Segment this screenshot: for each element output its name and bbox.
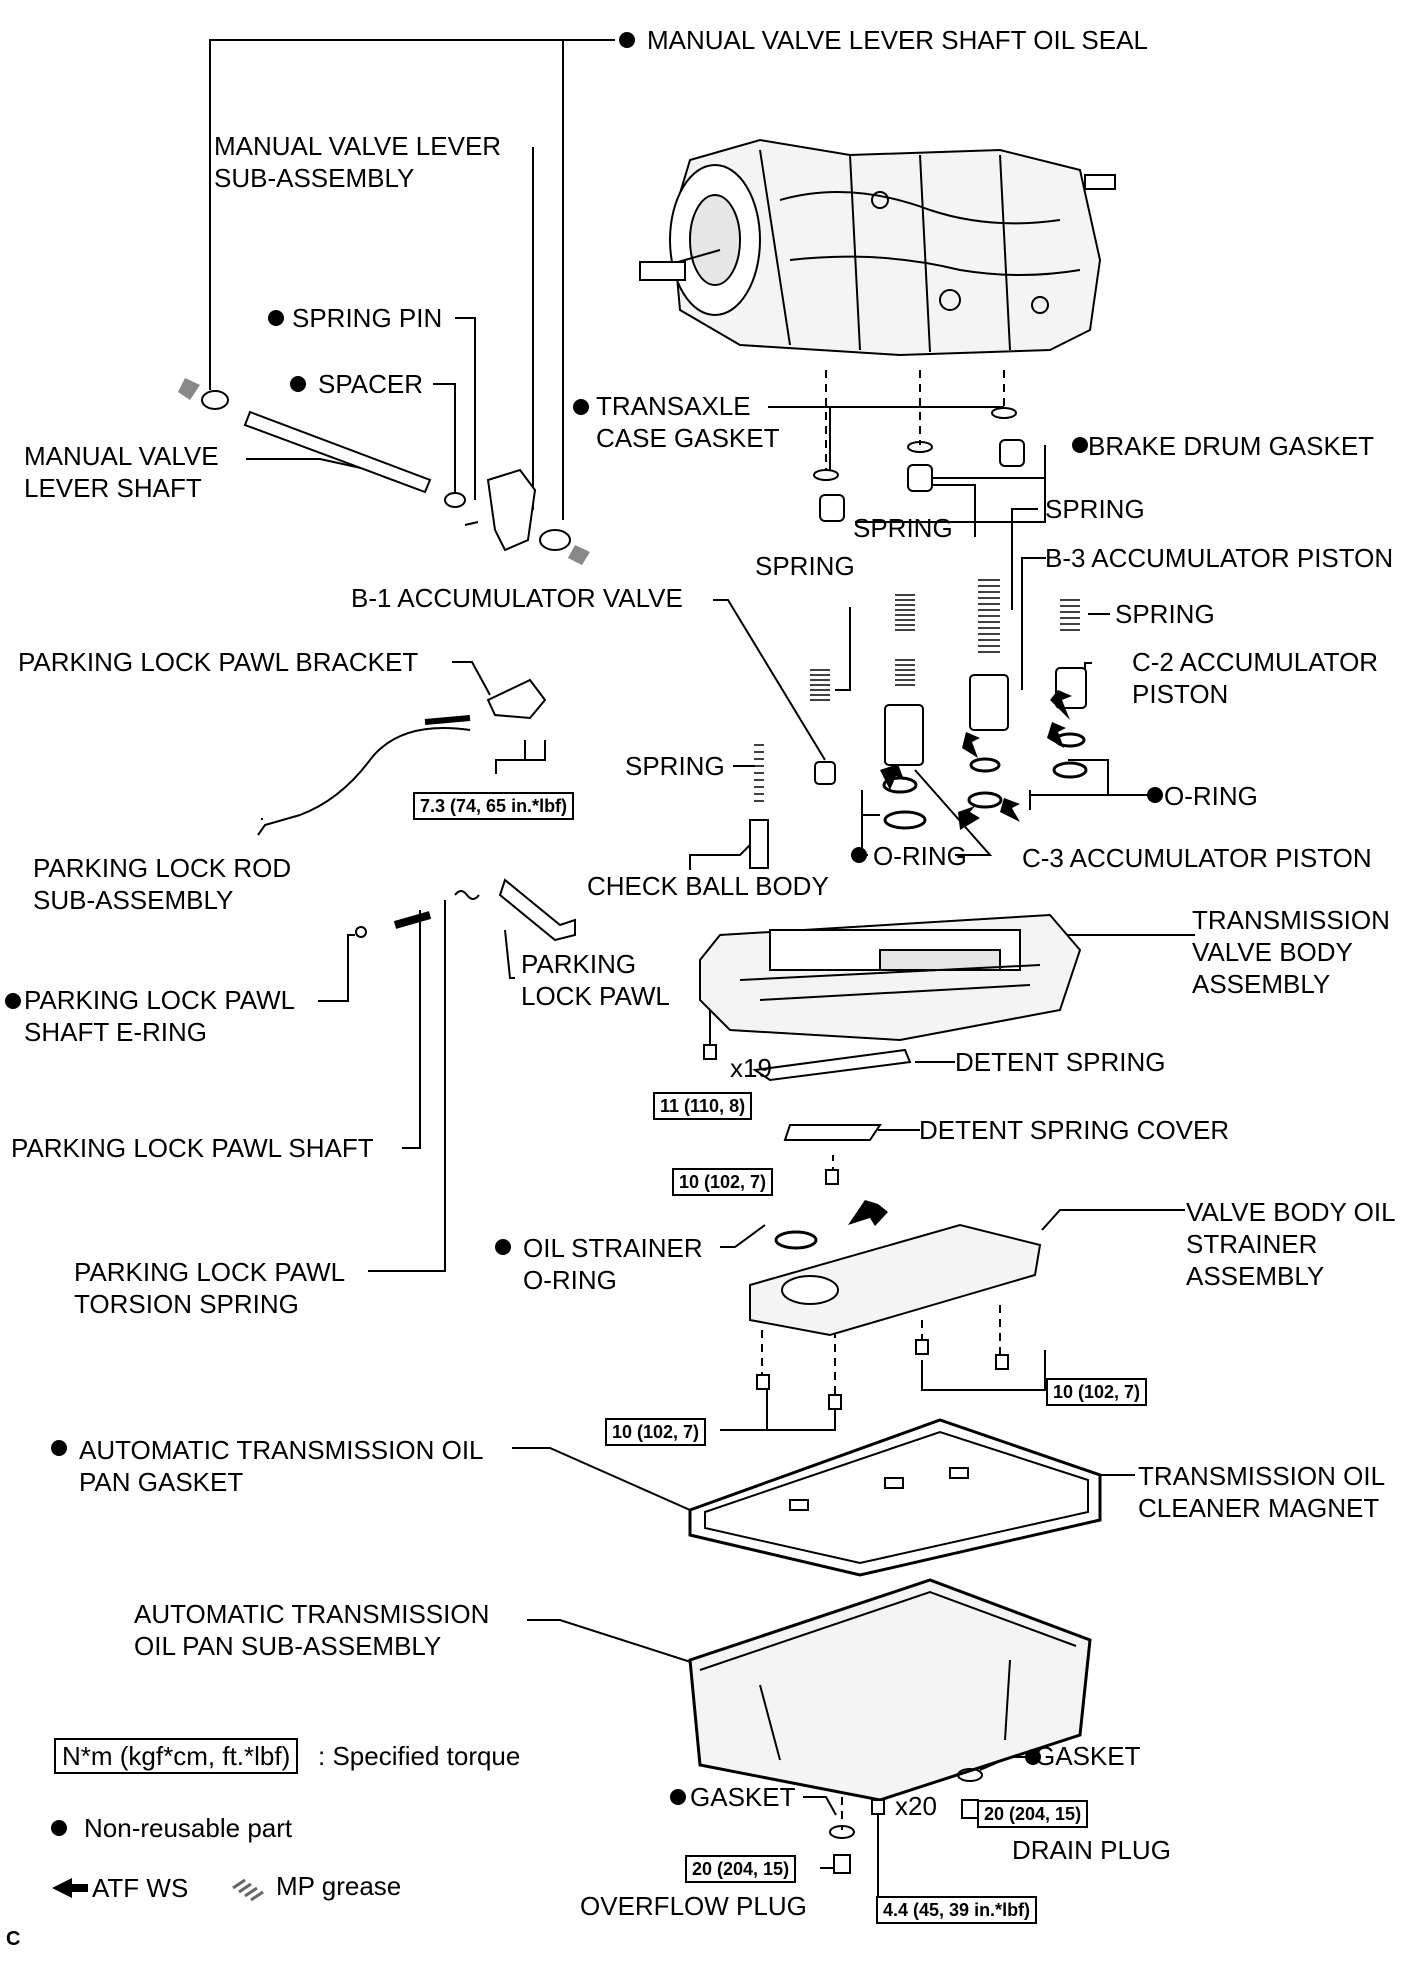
label-spring-3: SPRING — [1045, 494, 1145, 524]
label-transaxle-case-gasket: TRANSAXLE CASE GASKET — [596, 391, 780, 453]
label-parking-lock-pawl-torsion-spring: PARKING LOCK PAWL TORSION SPRING — [74, 1257, 346, 1319]
parking-lock-parts — [257, 678, 576, 942]
brake-drum-gaskets — [819, 439, 1025, 522]
corner-mark: C — [6, 1928, 21, 1950]
label-spring-pin: SPRING PIN — [292, 303, 443, 333]
label-parking-lock-pawl-bracket: PARKING LOCK PAWL BRACKET — [18, 647, 419, 677]
case-gaskets — [813, 407, 1017, 481]
bolts-and-plugs — [703, 1044, 1009, 1874]
check-ball-body — [749, 819, 769, 869]
label-transmission-valve-body: TRANSMISSION VALVE BODY ASSEMBLY — [1192, 905, 1390, 999]
valve-body — [699, 913, 1082, 1042]
legend-torque-desc: : Specified torque — [318, 1741, 521, 1771]
label-b1-accumulator-valve: B-1 ACCUMULATOR VALVE — [351, 583, 683, 613]
springs — [754, 579, 1080, 802]
torque-detent-cover-bolt: 10 (102, 7) — [672, 1168, 774, 1196]
label-c3-accumulator-piston: C-3 ACCUMULATOR PISTON — [1022, 843, 1372, 873]
oil-pan-gasket — [688, 1418, 1102, 1577]
label-spacer: SPACER — [318, 369, 423, 399]
oil-pan — [688, 1578, 1092, 1802]
legend-grease-icon — [232, 1878, 264, 1902]
manual-valve-shaft-parts — [178, 378, 590, 565]
label-parking-lock-pawl-shaft-e-ring: PARKING LOCK PAWL SHAFT E-RING — [24, 985, 296, 1047]
legend-mp-grease: MP grease — [276, 1871, 402, 1901]
torque-valve-body-bolts: 11 (110, 8) — [653, 1092, 753, 1120]
transmission-case — [639, 138, 1116, 357]
label-manual-valve-lever-shaft-oil-seal: MANUAL VALVE LEVER SHAFT OIL SEAL — [647, 25, 1148, 55]
legend-torque-key: N*m (kgf*cm, ft.*lbf) — [54, 1738, 299, 1774]
label-manual-valve-lever-shaft: MANUAL VALVE LEVER SHAFT — [24, 441, 219, 503]
oil-strainer — [749, 1223, 1042, 1337]
non-reusable-bullets — [5, 32, 1163, 1836]
label-x20: x20 — [895, 1791, 937, 1821]
label-at-oil-pan-gasket: AUTOMATIC TRANSMISSION OIL PAN GASKET — [79, 1435, 484, 1497]
legend-atf-ws: ATF WS — [92, 1873, 189, 1903]
label-valve-body-oil-strainer: VALVE BODY OIL STRAINER ASSEMBLY — [1186, 1197, 1396, 1291]
torque-overflow-plug: 20 (204, 15) — [685, 1855, 797, 1883]
label-brake-drum-gasket: BRAKE DRUM GASKET — [1088, 431, 1375, 461]
label-spring-2: SPRING — [755, 551, 855, 581]
atf-arrows — [52, 690, 1072, 1898]
label-o-ring-right: O-RING — [1164, 781, 1258, 811]
torque-drain-plug: 20 (204, 15) — [977, 1800, 1089, 1828]
label-spring-4: SPRING — [1115, 599, 1215, 629]
detent-parts — [752, 1048, 912, 1141]
label-o-ring-left: O-RING — [873, 841, 967, 871]
label-spring-1: SPRING — [853, 513, 953, 543]
label-at-oil-pan-sub-assembly: AUTOMATIC TRANSMISSION OIL PAN SUB-ASSEM… — [134, 1599, 490, 1661]
label-check-ball-body: CHECK BALL BODY — [587, 871, 829, 901]
label-oil-strainer-o-ring: OIL STRAINER O-RING — [523, 1233, 703, 1295]
torque-pan-bolts: 4.4 (45, 39 in.*lbf) — [876, 1896, 1038, 1924]
label-b3-accumulator-piston: B-3 ACCUMULATOR PISTON — [1045, 543, 1394, 573]
label-c2-accumulator-piston: C-2 ACCUMULATOR PISTON — [1132, 647, 1379, 709]
label-spring-5: SPRING — [625, 751, 725, 781]
label-detent-spring-cover: DETENT SPRING COVER — [919, 1115, 1230, 1145]
label-parking-lock-pawl-shaft: PARKING LOCK PAWL SHAFT — [11, 1133, 374, 1163]
label-parking-lock-rod: PARKING LOCK ROD SUB-ASSEMBLY — [33, 853, 292, 915]
label-transmission-oil-cleaner-magnet: TRANSMISSION OIL CLEANER MAGNET — [1138, 1461, 1386, 1523]
label-overflow-plug: OVERFLOW PLUG — [580, 1891, 807, 1921]
label-gasket-left: GASKET — [690, 1782, 796, 1812]
torque-strainer-right: 10 (102, 7) — [1046, 1378, 1148, 1406]
label-manual-valve-lever-sub-assembly: MANUAL VALVE LEVER SUB-ASSEMBLY — [214, 131, 502, 193]
label-drain-plug: DRAIN PLUG — [1012, 1835, 1171, 1865]
label-gasket-right: GASKET — [1035, 1741, 1141, 1771]
label-x19: x19 — [730, 1053, 772, 1083]
label-parking-lock-pawl: PARKING LOCK PAWL — [521, 949, 670, 1011]
label-detent-spring: DETENT SPRING — [955, 1047, 1166, 1077]
accumulator-pistons — [814, 667, 1087, 785]
legend-non-reusable: Non-reusable part — [84, 1813, 293, 1843]
torque-bracket-bolts: 7.3 (74, 65 in.*lbf) — [413, 792, 575, 820]
torque-strainer-left: 10 (102, 7) — [605, 1418, 707, 1446]
